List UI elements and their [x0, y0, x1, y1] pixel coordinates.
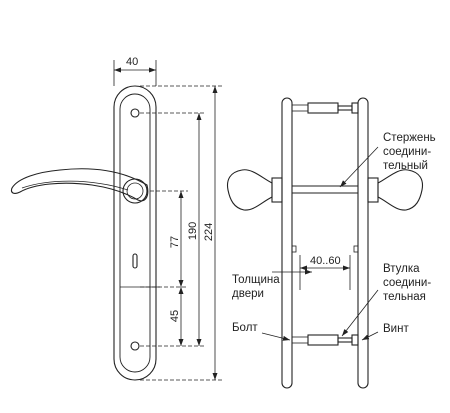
door-thickness-value: 40..60	[310, 255, 341, 267]
label-thickness-line1: Толщина	[232, 274, 280, 286]
right-rosette	[367, 177, 379, 203]
left-rosette	[271, 177, 283, 203]
label-bolt: Болт	[232, 322, 258, 334]
left-plate	[281, 97, 293, 389]
leader-lines	[261, 146, 379, 341]
label-rod-line1: Стержень	[383, 132, 436, 144]
label-screw: Винт	[383, 323, 409, 335]
top-fixing-bolt	[291, 102, 359, 114]
dim-width-text: 40	[126, 56, 138, 68]
door-thickness-dimension	[299, 255, 351, 290]
right-plate	[357, 97, 369, 389]
bottom-fixing-bolt	[291, 334, 359, 346]
dim-key-bottom-text: 45	[169, 310, 181, 322]
label-sleeve-line2: соедини-	[383, 277, 431, 289]
left-handle-profile	[226, 169, 273, 211]
keyhole-icon	[132, 253, 138, 269]
dim-axis-text: 190	[187, 222, 199, 240]
label-sleeve-line1: Втулка	[383, 263, 420, 275]
lever-handle-highlight	[21, 180, 129, 191]
label-sleeve-line3: тельная	[383, 291, 426, 303]
backplate-inner	[119, 93, 151, 373]
dim-total-text: 224	[203, 223, 215, 241]
top-screw-icon	[130, 108, 140, 118]
label-thickness-line2: двери	[232, 288, 264, 300]
label-rod-line2: соедини-	[383, 146, 431, 158]
lever-handle	[10, 168, 149, 202]
front-view	[10, 85, 157, 381]
right-handle-profile	[377, 169, 424, 211]
dim-handle-key-text: 77	[169, 236, 181, 248]
labels: Стержень соедини- тельный Втулка соедини…	[232, 132, 436, 335]
side-view	[226, 97, 424, 389]
handle-rosette-inner	[126, 182, 144, 200]
label-rod-line3: тельный	[383, 160, 428, 172]
bottom-screw-icon	[130, 341, 140, 351]
front-view-dimensions	[113, 60, 222, 381]
backplate-outer	[113, 85, 157, 381]
